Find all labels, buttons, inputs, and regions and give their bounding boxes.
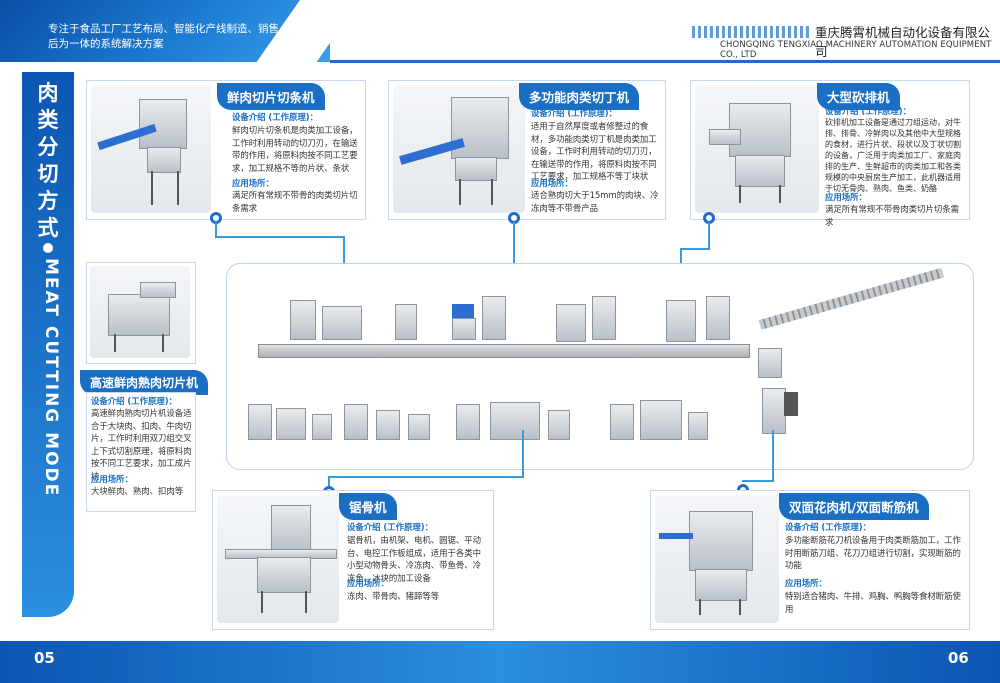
line-machine: [376, 410, 400, 440]
line-machine: [452, 304, 474, 318]
line-machine: [395, 304, 417, 340]
card-chopper-use-label: 应用场所：: [825, 192, 867, 202]
line-machine: [592, 296, 616, 340]
card-highspeed-intro: 高速鲜肉熟肉切片机设备适合于大块肉、扣肉、牛肉切片，工作时利用双刀组交叉上下式切…: [91, 408, 192, 481]
side-title-cn: 肉类分切方式: [37, 81, 59, 240]
side-title-band: [22, 72, 74, 617]
card-dicer-use: 适合熟肉切大于15mm的肉块、冷冻肉等不带骨产品: [531, 190, 659, 213]
card-dicer: 多功能肉类切丁机 设备介绍 (工作原理)： 适用于自然厚度或者修整过的食材，多功…: [388, 80, 666, 220]
side-title-dot: [43, 243, 53, 253]
card-dicer-intro: 适用于自然厚度或者修整过的食材，多功能肉类切丁机是肉类加工设备，工作时利用转动的…: [531, 121, 657, 181]
card-dicer-title: 多功能肉类切丁机: [519, 83, 640, 110]
line-machine: [248, 404, 272, 440]
line-machine: [556, 304, 586, 342]
card-tenderizer-intro-label: 设备介绍 (工作原理)：: [785, 522, 871, 532]
line-machine: [482, 296, 506, 340]
card-tenderizer-use: 特别适合猪肉、牛排、鸡胸、鸭胸等食材断筋使用: [785, 591, 961, 614]
header-tagline: 专注于食品工厂工艺布局、智能化产线制造、销售、售后为一体的系统解决方案: [48, 23, 300, 50]
line-machine: [322, 306, 362, 340]
line-machine: [688, 412, 708, 440]
card-slicer: 鲜肉切片切条机 设备介绍 (工作原理)： 鲜肉切片切条机是肉类加工设备，工作时利…: [86, 80, 366, 220]
side-title-en: MEAT CUTTING MODE: [41, 258, 61, 498]
line-machine: [344, 404, 368, 440]
connector: [328, 476, 524, 478]
card-slicer-use-label: 应用场所：: [232, 178, 274, 188]
line-machine: [276, 408, 306, 440]
connector: [522, 430, 524, 478]
card-saw-use-label: 应用场所：: [347, 578, 389, 588]
connector: [772, 430, 774, 482]
header-chevrons: [692, 26, 812, 38]
line-machine: [762, 388, 786, 434]
line-machine: [312, 414, 332, 440]
line-machine: [666, 300, 696, 342]
line-hopper: [758, 348, 782, 378]
card-tenderizer-intro: 多功能断筋花刀机设备用于肉类断筋加工，工作时用断筋刀组、花刀刀组进行切割，实现断…: [785, 535, 961, 570]
card-tenderizer-title: 双面花肉机/双面断筋机: [779, 493, 929, 520]
connector: [742, 480, 774, 482]
connector: [513, 222, 515, 300]
connector: [708, 222, 710, 250]
tenderizer-machine-image: [655, 495, 779, 623]
card-saw-intro-label: 设备介绍 (工作原理)：: [347, 522, 433, 532]
company-name-en: CHONGQING TENGXIAO MACHINERY AUTOMATION …: [720, 40, 992, 60]
line-machine: [706, 296, 730, 340]
line-machine: [290, 300, 316, 340]
card-tenderizer-use-label: 应用场所：: [785, 578, 827, 588]
card-dicer-intro-label: 设备介绍 (工作原理)：: [531, 108, 617, 118]
card-slicer-title: 鲜肉切片切条机: [217, 83, 325, 110]
card-saw-intro: 锯骨机，由机架、电机、圆锯、平动台、电控工作板组成，适用于各类中小型动物骨头、冷…: [347, 535, 481, 583]
company-name-cn: 重庆腾霄机械自动化设备有限公司: [815, 25, 991, 59]
saw-machine-image: [217, 495, 339, 623]
card-chopper: 大型砍排机 设备介绍 (工作原理)： 砍排机加工设备是通过刀组运动，对牛排、排骨…: [690, 80, 970, 227]
page-number-right: 06: [948, 649, 969, 667]
card-highspeed-use: 大块鲜肉、熟肉、扣肉等: [91, 486, 184, 496]
footer-band: [0, 641, 1000, 683]
connector: [215, 236, 345, 238]
connector: [215, 222, 217, 236]
chopper-machine-image: [695, 85, 819, 213]
card-chopper-intro: 砍排机加工设备是通过刀组运动，对牛排、排骨、冷鲜肉以及其他中大型规格的食材，进行…: [825, 118, 961, 193]
card-slicer-use: 满足所有常规不带骨的肉类切片切条需求: [232, 190, 358, 213]
connector: [680, 248, 710, 250]
header-rule: [330, 60, 1000, 63]
card-saw-title: 锯骨机: [339, 493, 397, 520]
card-chopper-use: 满足所有常规不带骨肉类切片切条需求: [825, 204, 959, 227]
page-number-left: 05: [34, 649, 55, 667]
card-slicer-intro: 鲜肉切片切条机是肉类加工设备，工作时利用转动的切刀刃，在输送带的作用，将原料肉按…: [232, 125, 358, 173]
card-saw: 锯骨机 设备介绍 (工作原理)： 锯骨机，由机架、电机、圆锯、平动台、电控工作板…: [212, 490, 494, 630]
card-highspeed-intro-label: 设备介绍 (工作原理)：: [91, 396, 177, 406]
card-saw-use: 冻肉、带骨肉、猪蹄等等: [347, 591, 440, 601]
line-machine: [452, 318, 476, 340]
line-machine: [640, 400, 682, 440]
slicer-machine-image: [91, 85, 211, 213]
line-machine: [784, 392, 798, 416]
line-machine: [408, 414, 430, 440]
main-conveyor: [258, 344, 750, 358]
card-dicer-use-label: 应用场所：: [531, 178, 573, 188]
card-slicer-intro-label: 设备介绍 (工作原理)：: [232, 112, 318, 122]
line-machine: [610, 404, 634, 440]
card-chopper-intro-label: 设备介绍 (工作原理)：: [825, 106, 911, 116]
card-tenderizer: 双面花肉机/双面断筋机 设备介绍 (工作原理)： 多功能断筋花刀机设备用于肉类断…: [650, 490, 970, 630]
dicer-machine-image: [393, 85, 525, 213]
line-machine: [456, 404, 480, 440]
connector: [328, 476, 330, 490]
card-chopper-title: 大型砍排机: [817, 83, 900, 110]
line-machine: [548, 410, 570, 440]
card-highspeed-use-label: 应用场所：: [91, 474, 133, 484]
card-highspeed-title: 高速鲜肉熟肉切片机: [80, 370, 209, 395]
highspeed-slicer-image: [90, 266, 190, 358]
card-highspeed-image-box: [86, 262, 196, 364]
card-highspeed: 设备介绍 (工作原理)： 高速鲜肉熟肉切片机设备适合于大块肉、扣肉、牛肉切片，工…: [86, 392, 196, 512]
line-machine: [490, 402, 540, 440]
